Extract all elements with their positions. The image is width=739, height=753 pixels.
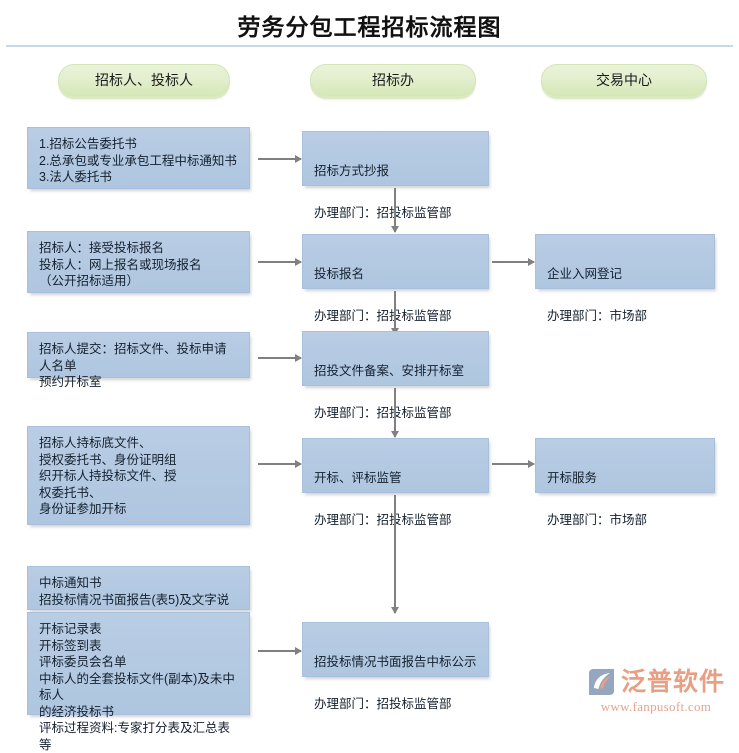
flow-box-mid-3: 招投文件备案、安排开标室 办理部门：招投标监管部 [302, 331, 489, 420]
flow-box-mid-3-dept: 办理部门：招投标监管部 [314, 406, 452, 420]
flow-box-right-1-title: 企业入网登记 [547, 267, 623, 281]
flow-box-mid-5: 招投标情况书面报告中标公示 办理部门：招投标监管部 [302, 622, 489, 711]
flow-box-left-4: 招标人持标底文件、 授权委托书、身份证明组 织开标人持投标文件、授 权委托书、 … [27, 426, 250, 525]
flow-box-mid-2-title: 投标报名 [314, 267, 365, 281]
column-header-bidder: 招标人、投标人 [58, 64, 230, 96]
flow-box-mid-2-dept: 办理部门：招投标监管部 [314, 309, 452, 323]
flow-box-mid-4: 开标、评标监管 办理部门：招投标监管部 [302, 438, 489, 527]
flow-box-left-2: 招标人：接受投标报名 投标人：网上报名或现场报名 （公开招标适用） [27, 231, 250, 293]
connector-mid1-to-mid2 [394, 188, 396, 232]
flow-box-mid-4-dept: 办理部门：招投标监管部 [314, 513, 452, 527]
flow-box-mid-2: 投标报名 办理部门：招投标监管部 [302, 234, 489, 323]
connector-left2-to-mid2 [258, 261, 301, 263]
flow-box-right-1: 企业入网登记 办理部门：市场部 [535, 234, 715, 323]
watermark-row: 泛普软件 [587, 668, 725, 696]
flow-box-right-2-title: 开标服务 [547, 471, 598, 485]
flow-box-right-2: 开标服务 办理部门：市场部 [535, 438, 715, 527]
fanpu-logo-icon [588, 669, 614, 695]
flow-box-mid-5-dept: 办理部门：招投标监管部 [314, 697, 452, 711]
flow-box-right-1-dept: 办理部门：市场部 [547, 309, 648, 323]
watermark-brand: 泛普软件 [620, 667, 725, 696]
flow-box-mid-3-title: 招投文件备案、安排开标室 [314, 364, 465, 378]
connector-mid4-to-mid5 [394, 495, 396, 613]
connector-mid4-to-right2 [492, 463, 534, 465]
flow-box-right-2-dept: 办理部门：市场部 [547, 513, 648, 527]
connector-mid2-to-right1 [492, 261, 534, 263]
watermark: 泛普软件 www.fanpusoft.com [581, 649, 731, 715]
column-header-exchange: 交易中心 [541, 64, 707, 96]
flow-box-left-6: 开标记录表 开标签到表 评标委员会名单 中标人的全套投标文件(副本)及未中标人 … [27, 612, 250, 752]
column-header-office-label: 招标办 [372, 72, 414, 88]
flow-box-mid-1-dept: 办理部门：招投标监管部 [314, 206, 452, 220]
page-title: 劳务分包工程招标流程图 [237, 14, 502, 40]
flow-box-left-5: 中标通知书 招投标情况书面报告(表5)及文字说明 开标记录表 [27, 566, 250, 610]
flow-box-left-3: 招标人提交：招标文件、投标申请 人名单 预约开标室 [27, 332, 250, 389]
flow-box-left-1: 1.招标公告委托书 2.总承包或专业承包工程中标通知书 3.法人委托书 [27, 127, 250, 189]
flow-box-mid-5-title: 招投标情况书面报告中标公示 [314, 655, 477, 669]
connector-left3-to-mid3 [258, 357, 301, 359]
column-header-office: 招标办 [310, 64, 476, 96]
flow-box-mid-4-title: 开标、评标监管 [314, 471, 402, 485]
connector-left6-to-mid5 [258, 650, 301, 652]
connector-left1-to-mid1 [258, 158, 301, 160]
connector-left4-to-mid4 [258, 463, 301, 465]
column-header-bidder-label: 招标人、投标人 [95, 72, 193, 88]
column-header-exchange-label: 交易中心 [596, 72, 652, 88]
flow-box-mid-1-title: 招标方式抄报 [314, 164, 390, 178]
flow-box-mid-1: 招标方式抄报 办理部门：招投标监管部 [302, 131, 489, 220]
title-divider [6, 45, 733, 47]
connector-mid3-to-mid4 [394, 388, 396, 437]
watermark-url: www.fanpusoft.com [600, 699, 712, 714]
connector-mid2-to-mid3 [394, 291, 396, 334]
